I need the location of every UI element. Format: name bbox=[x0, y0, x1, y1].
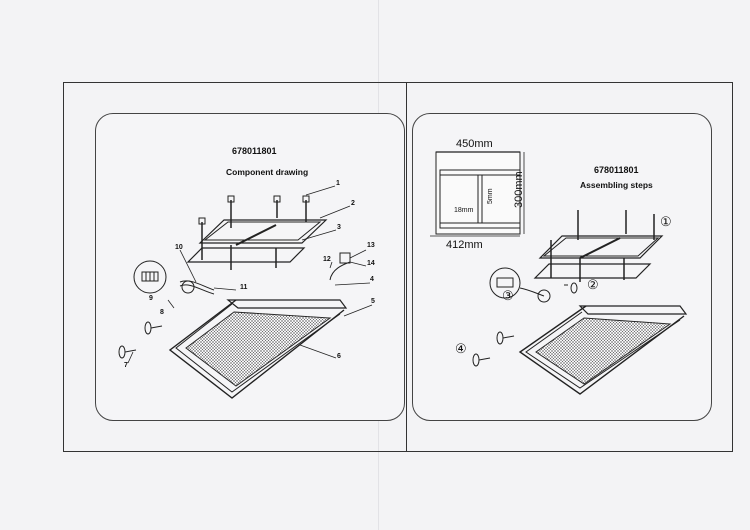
callout-10: 10 bbox=[175, 244, 183, 251]
mounting-bracket-cross bbox=[186, 224, 306, 263]
side-screws bbox=[118, 321, 163, 359]
callout-13: 13 bbox=[367, 242, 375, 249]
center-divider bbox=[406, 82, 407, 452]
left-model-number: 678011801 bbox=[232, 146, 277, 156]
assembly-connector bbox=[489, 267, 551, 303]
callout-8: 8 bbox=[160, 309, 164, 316]
step-4-marker: ④ bbox=[455, 341, 467, 356]
callout-3: 3 bbox=[337, 224, 341, 231]
dimension-drawing bbox=[430, 151, 525, 237]
outer-frame bbox=[63, 82, 733, 452]
callout-4: 4 bbox=[370, 276, 374, 283]
callout-9: 9 bbox=[149, 295, 153, 302]
dimension-height: 300mm bbox=[513, 171, 525, 208]
callout-6: 6 bbox=[337, 353, 341, 360]
ceiling-screws bbox=[198, 195, 310, 270]
dimension-width: 450mm bbox=[456, 138, 493, 150]
callout-1: 1 bbox=[336, 180, 340, 187]
component-drawing-title: Component drawing bbox=[226, 167, 309, 177]
mounting-bracket-top bbox=[198, 219, 328, 244]
callout-7: 7 bbox=[124, 362, 128, 369]
step-3-marker: ③ bbox=[502, 288, 514, 303]
connector-detail bbox=[133, 260, 195, 294]
callout-12: 12 bbox=[323, 256, 331, 263]
dimension-18mm: 18mm bbox=[454, 207, 474, 214]
assembly-screws bbox=[472, 282, 578, 367]
assembling-steps-title: Assembling steps bbox=[580, 180, 653, 190]
lamp-body bbox=[168, 299, 348, 399]
step-1-marker: ① bbox=[660, 214, 672, 229]
callout-2: 2 bbox=[351, 200, 355, 207]
dimension-inner-width: 412mm bbox=[446, 239, 483, 251]
right-model-number: 678011801 bbox=[594, 165, 639, 175]
callout-14: 14 bbox=[367, 260, 375, 267]
step-2-marker: ② bbox=[587, 277, 599, 292]
assembly-brackets bbox=[533, 210, 664, 282]
callout-11: 11 bbox=[240, 284, 248, 291]
leader-lines bbox=[127, 185, 373, 364]
dimension-5mm: 5mm bbox=[487, 188, 494, 204]
callout-5: 5 bbox=[371, 298, 375, 305]
